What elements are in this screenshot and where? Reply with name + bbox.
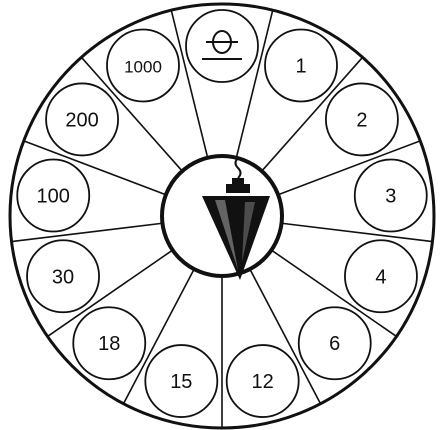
segment-200[interactable]: 200 [46,83,118,155]
segment-label: 1 [295,55,306,77]
segment-bubble [186,10,258,82]
segment-label: 15 [170,371,192,393]
segment-label: 30 [52,266,74,288]
segment-2[interactable]: 2 [326,83,398,155]
segment-15[interactable]: 15 [145,345,217,417]
segment-label: 1000 [124,57,162,76]
segment-18[interactable]: 18 [73,307,145,379]
segment-label: 6 [329,333,340,355]
segment-label: 100 [37,186,70,208]
segment-label: 18 [98,333,120,355]
segment-label: 12 [252,371,274,393]
segment-label: 2 [356,109,367,131]
segment-label: 4 [375,266,386,288]
segment-label: 3 [385,186,396,208]
segment-6[interactable]: 6 [299,307,371,379]
segment-100[interactable]: 100 [17,160,89,232]
segment-3[interactable]: 3 [355,160,427,232]
segment-12[interactable]: 12 [227,345,299,417]
segment-label: 200 [65,109,98,131]
segment-30[interactable]: 30 [27,240,99,312]
segment-1[interactable]: 1 [265,29,337,101]
segment-zero[interactable] [186,10,258,82]
segment-1000[interactable]: 1000 [107,29,179,101]
segment-4[interactable]: 4 [345,240,417,312]
